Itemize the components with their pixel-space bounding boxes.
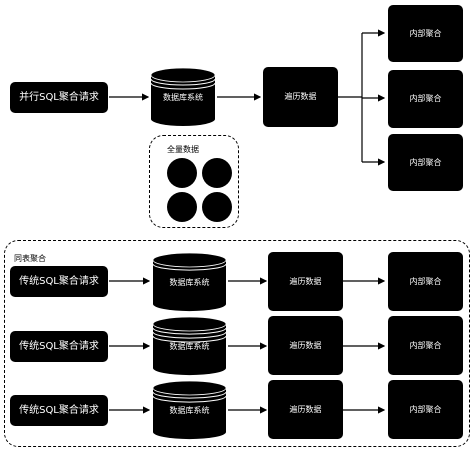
database-icon	[152, 252, 227, 312]
row1-traverse-label: 遍历数据	[289, 276, 322, 286]
row3-inner-aggregation: 内部聚合	[388, 380, 463, 439]
top-traverse-node: 遍历数据	[263, 67, 338, 127]
top-inner-aggregation-2: 内部聚合	[388, 70, 463, 128]
top-inner-aggregation-1-label: 内部聚合	[409, 28, 442, 38]
top-inner-aggregation-1: 内部聚合	[388, 5, 463, 62]
row1-request-label: 传统SQL聚合请求	[19, 275, 99, 287]
top-inner-aggregation-3: 内部聚合	[388, 134, 463, 191]
data-circle	[167, 158, 197, 188]
row3-traverse-label: 遍历数据	[289, 404, 322, 414]
database-icon	[152, 316, 227, 376]
row2-database-cylinder: 数据库系统	[152, 316, 227, 376]
top-inner-aggregation-2-label: 内部聚合	[409, 94, 442, 103]
parallel-sql-request-node: 并行SQL聚合请求	[10, 82, 108, 113]
row3-aggregate-label: 内部聚合	[409, 404, 442, 414]
row1-database-label: 数据库系统	[169, 278, 210, 287]
row2-inner-aggregation: 内部聚合	[388, 316, 463, 375]
row2-traditional-sql-request: 传统SQL聚合请求	[10, 331, 108, 362]
row3-request-label: 传统SQL聚合请求	[19, 404, 99, 416]
full-data-label: 全量数据	[167, 145, 199, 154]
parallel-sql-request-label: 并行SQL聚合请求	[19, 91, 99, 103]
row1-inner-aggregation: 内部聚合	[388, 252, 463, 311]
row1-aggregate-label: 内部聚合	[409, 276, 442, 286]
data-circle	[202, 158, 232, 188]
row2-traverse-node: 遍历数据	[268, 316, 343, 375]
top-database-cylinder: 数据库系统	[150, 67, 216, 127]
row2-aggregate-label: 内部聚合	[409, 340, 442, 350]
row2-request-label: 传统SQL聚合请求	[19, 340, 99, 352]
top-database-label: 数据库系统	[163, 93, 203, 102]
row2-database-label: 数据库系统	[169, 342, 210, 351]
row3-database-cylinder: 数据库系统	[152, 380, 227, 440]
data-circle	[167, 192, 197, 222]
row2-traverse-label: 遍历数据	[289, 340, 322, 350]
full-data-box	[149, 135, 239, 228]
same-table-aggregation-box	[4, 240, 470, 447]
top-traverse-label: 遍历数据	[284, 92, 317, 101]
row3-traditional-sql-request: 传统SQL聚合请求	[10, 395, 108, 426]
same-table-aggregation-label: 同表聚合	[14, 254, 46, 263]
top-inner-aggregation-3-label: 内部聚合	[409, 157, 442, 167]
row1-traverse-node: 遍历数据	[268, 252, 343, 311]
full-data-circles	[167, 158, 232, 222]
database-icon	[150, 67, 216, 126]
data-circle	[202, 192, 232, 222]
database-icon	[152, 380, 227, 440]
row3-traverse-node: 遍历数据	[268, 380, 343, 439]
row3-database-label: 数据库系统	[169, 406, 210, 415]
row1-database-cylinder: 数据库系统	[152, 252, 227, 312]
row1-traditional-sql-request: 传统SQL聚合请求	[10, 266, 108, 297]
